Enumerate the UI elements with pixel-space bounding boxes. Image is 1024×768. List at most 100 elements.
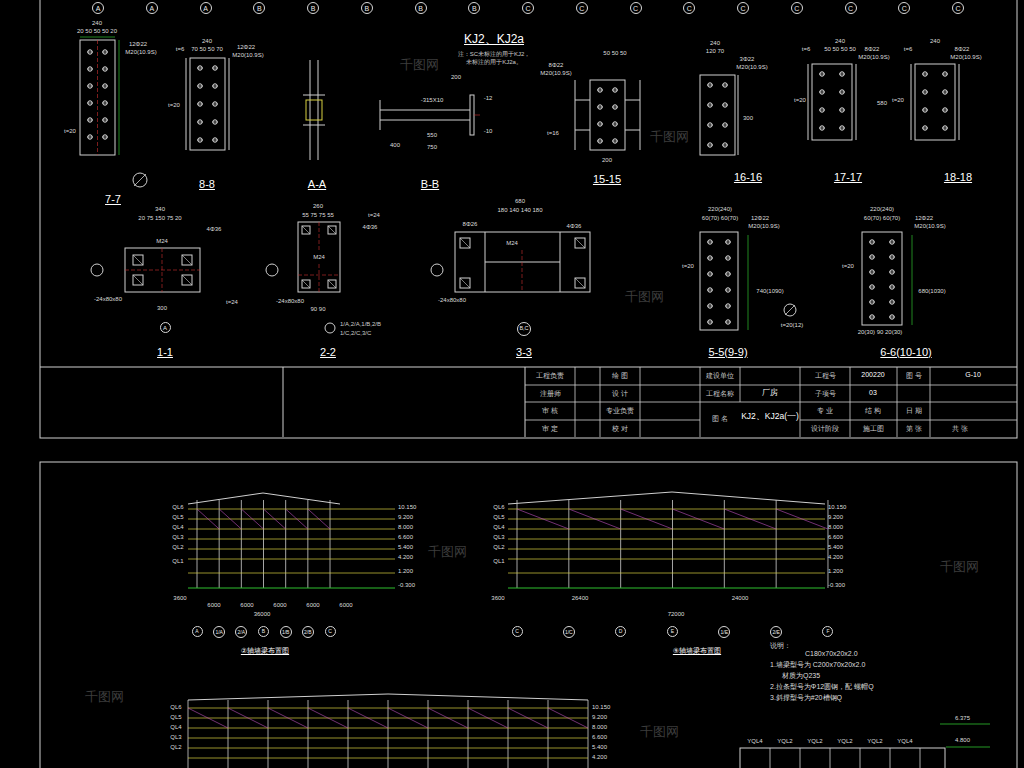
drawing-line [283, 367, 284, 437]
dimension-text: QL6 [170, 704, 181, 711]
drawing-circle [708, 103, 712, 107]
dimension-text: M20(10.9S) [950, 54, 981, 61]
dimension-text: -12 [484, 95, 493, 102]
dimension-text: 12Φ22 [237, 44, 255, 51]
drawing-line [428, 708, 468, 728]
drawing-rect [80, 40, 115, 155]
drawing-line [97, 40, 98, 155]
drawing-line [133, 275, 143, 285]
drawing-circle [723, 103, 727, 107]
dimension-text: 400 [390, 142, 400, 149]
drawing-circle [923, 108, 927, 112]
dimension-text: 共 张 [952, 425, 968, 432]
drawing-line [380, 110, 470, 111]
axis-label: C [515, 629, 519, 634]
dimension-text: 10.150 [398, 504, 416, 511]
drawing-circle [923, 90, 927, 94]
dimension-text: 结 构 [865, 407, 881, 414]
dimension-text: 680 [515, 198, 525, 205]
drawing-line [328, 280, 336, 288]
drawing-line [612, 124, 618, 125]
drawing-rect [125, 248, 200, 292]
dimension-text: 680(1030) [918, 288, 945, 295]
dimension-text: 5.400 [828, 544, 843, 551]
drawing-line [102, 137, 108, 138]
drawing-line [212, 68, 218, 69]
axis-bubble: 2/B [302, 626, 314, 638]
drawing-line [303, 95, 325, 96]
dimension-text: 日 期 [906, 407, 922, 414]
drawing-line [219, 509, 241, 529]
drawing-line [212, 104, 218, 105]
axis-bubble: C [952, 2, 964, 14]
drawing-line [318, 60, 319, 160]
dimension-text: -0.300 [828, 582, 845, 589]
drawing-circle [708, 272, 712, 276]
drawing-circle [708, 320, 712, 324]
drawing-line [87, 103, 93, 104]
drawing-rect [460, 238, 470, 248]
drawing-title: 说明： [770, 642, 791, 650]
drawing-rect [915, 64, 955, 140]
drawing-circle [598, 88, 602, 92]
dimension-text: 4.200 [398, 554, 413, 561]
drawing-line [707, 145, 713, 146]
drawing-title: C180x70x20x2.0 [805, 650, 858, 658]
dimension-text: 6.600 [828, 534, 843, 541]
dimension-text: t=20 [892, 97, 904, 104]
drawing-line [319, 222, 320, 250]
drawing-line [800, 420, 1017, 421]
drawing-line [612, 90, 618, 91]
dimension-text: 8Φ22 [955, 46, 970, 53]
drawing-line [620, 500, 621, 588]
axis-bubble: A [200, 2, 212, 14]
dimension-text: 50 50 50 [603, 50, 626, 57]
dimension-text: QL6 [172, 504, 183, 511]
drawing-circle [103, 101, 107, 105]
drawing-line [725, 322, 731, 323]
drawing-line [125, 270, 200, 271]
drawing-title: 3.斜撑型号为#20槽钢Q [770, 694, 842, 702]
dimension-text: 专业负责 [606, 407, 634, 414]
axis-bubble: C [737, 2, 749, 14]
drawing-line [525, 420, 700, 421]
dimension-text: QL5 [170, 714, 181, 721]
drawing-line [188, 758, 588, 759]
axis-bubble: D [615, 626, 626, 637]
drawing-circle [890, 300, 894, 304]
drawing-line [722, 85, 728, 86]
drawing-line [188, 519, 395, 520]
drawing-line [188, 748, 588, 749]
dimension-text: 1.200 [828, 568, 843, 575]
drawing-circle [198, 66, 202, 70]
drawing-line [800, 748, 801, 768]
dimension-text: YQL4 [897, 738, 912, 745]
dimension-text: 4.200 [828, 554, 843, 561]
dimension-text: QL1 [493, 558, 504, 565]
dimension-text: 工程号 [815, 372, 836, 379]
dimension-text: 6.375 [955, 715, 970, 722]
drawing-line [911, 64, 912, 140]
axis-label: C [848, 5, 853, 12]
dimension-text: 20(30) 90 20(30) [858, 329, 903, 336]
drawing-line [942, 128, 948, 129]
dimension-text: t=20 [64, 128, 76, 135]
dimension-text: 10.150 [828, 504, 846, 511]
drawing-rect [190, 58, 225, 150]
drawing-line [508, 519, 825, 520]
dimension-text: YQL4 [747, 738, 762, 745]
drawing-line [776, 509, 828, 529]
drawing-rect [455, 232, 590, 292]
drawing-circle [840, 90, 844, 94]
drawing-line [303, 125, 325, 126]
drawing-title: 1.墙梁型号为 C200x70x20x2.0 [770, 661, 865, 669]
dimension-text: M20(10.9S) [125, 49, 156, 56]
axis-label: D [619, 629, 623, 634]
drawing-line [330, 500, 331, 588]
drawing-title: 16-16 [734, 171, 762, 184]
axis-bubble: B [415, 2, 427, 14]
drawing-circle [198, 138, 202, 142]
dimension-text: 220(240) [708, 206, 732, 213]
drawing-line [830, 748, 831, 768]
axis-label: 1/B [282, 630, 290, 635]
